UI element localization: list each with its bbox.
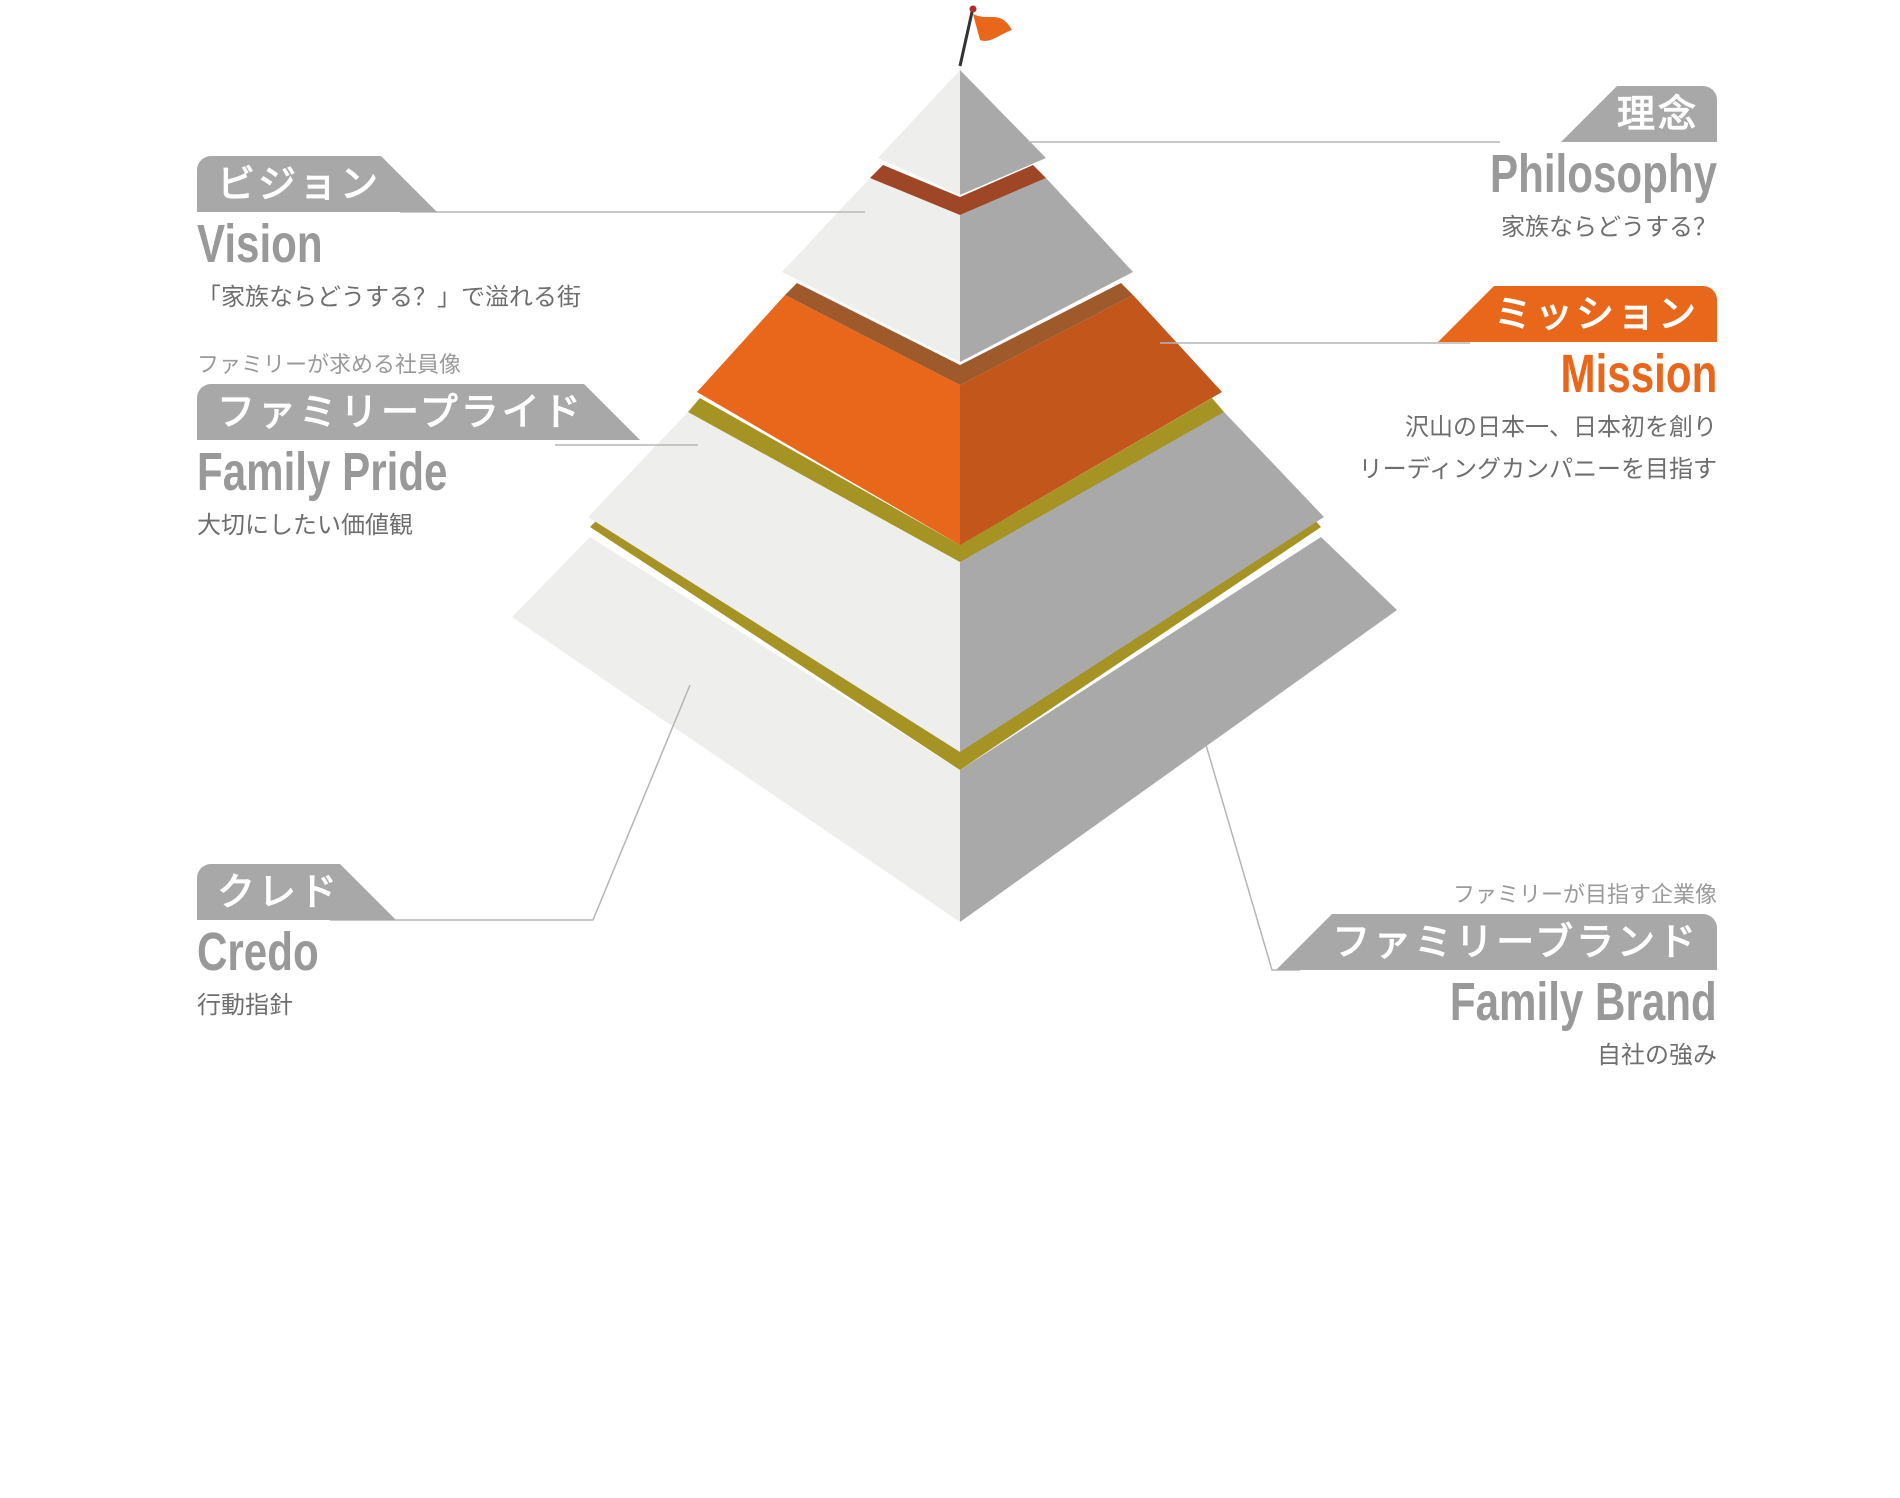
vision-tab: ビジョン [197, 156, 438, 212]
credo-label: クレド Credo 行動指針 [197, 864, 397, 1026]
mission-en-title: Mission [1560, 344, 1717, 404]
credo-en-title: Credo [197, 922, 319, 982]
tier-4-right-band [960, 398, 1224, 562]
tier-mission-left-face [697, 295, 960, 545]
tier-bottom-left-band [590, 519, 960, 770]
leader-credo [330, 684, 691, 921]
pyramid-tier-2 [782, 165, 1133, 362]
family-pride-en-title: Family Pride [197, 442, 448, 502]
credo-tab: クレド [197, 864, 397, 920]
family-brand-tab: ファミリーブランド [1276, 914, 1717, 970]
flag-icon [958, 5, 1012, 67]
vision-description: 「家族ならどうする？」で溢れる街 [197, 283, 581, 311]
family-brand-en-title: Family Brand [1450, 972, 1717, 1032]
mission-description-line-2: リーディングカンパニーを目指す [1358, 455, 1717, 483]
mission-tab: ミッション [1437, 286, 1717, 342]
mission-description-line-1: 沢山の日本一、日本初を創り [1405, 413, 1717, 441]
tier-2-left-band [870, 165, 960, 215]
pyramid-tier-top [878, 70, 1046, 195]
tier-mission-right-face [960, 295, 1222, 545]
tier-top-right-face [960, 70, 1046, 195]
family-brand-subtitle: ファミリーが目指す企業像 [1452, 883, 1717, 908]
family-pride-tab: ファミリープライド [197, 384, 640, 440]
tier-2-right-band [960, 165, 1046, 215]
pyramid-tier-mission [697, 283, 1222, 545]
pyramid-tier-4 [588, 398, 1324, 752]
tier-4-left-band [688, 398, 960, 562]
credo-description: 行動指針 [197, 991, 293, 1019]
tier-top-left-face [878, 70, 960, 195]
tier-bottom-right-band [960, 519, 1321, 770]
tier-mission-left-band [785, 283, 960, 385]
pyramid-tier-bottom [512, 519, 1397, 922]
tier-bottom-left-face [512, 537, 960, 922]
family-brand-label: ファミリーが目指す企業像 ファミリーブランド Family Brand 自社の強… [1276, 878, 1717, 1076]
philosophy-description: 家族ならどうする？ [1501, 213, 1717, 241]
tier-2-right-face [960, 178, 1133, 362]
vision-en-title: Vision [197, 214, 323, 274]
tier-2-left-face [782, 178, 960, 362]
leader-family-brand [1205, 744, 1300, 971]
philosophy-label: 理念 Philosophy 家族ならどうする？ [1426, 86, 1717, 248]
tier-bottom-right-face [960, 537, 1397, 922]
tier-mission-right-band [960, 283, 1133, 385]
vision-label: ビジョン Vision 「家族ならどうする？」で溢れる街 [197, 156, 581, 318]
philosophy-en-title: Philosophy [1490, 144, 1717, 204]
family-pride-subtitle: ファミリーが求める社員像 [197, 353, 462, 378]
leader-lines [330, 141, 1500, 971]
family-pride-label: ファミリーが求める社員像 ファミリープライド Family Pride 大切にし… [197, 348, 640, 546]
family-pride-description: 大切にしたい価値観 [197, 511, 413, 539]
mission-label: ミッション Mission 沢山の日本一、日本初を創り リーディングカンパニーを… [1359, 286, 1717, 490]
family-brand-description: 自社の強み [1597, 1041, 1717, 1069]
philosophy-tab: 理念 [1560, 86, 1717, 142]
